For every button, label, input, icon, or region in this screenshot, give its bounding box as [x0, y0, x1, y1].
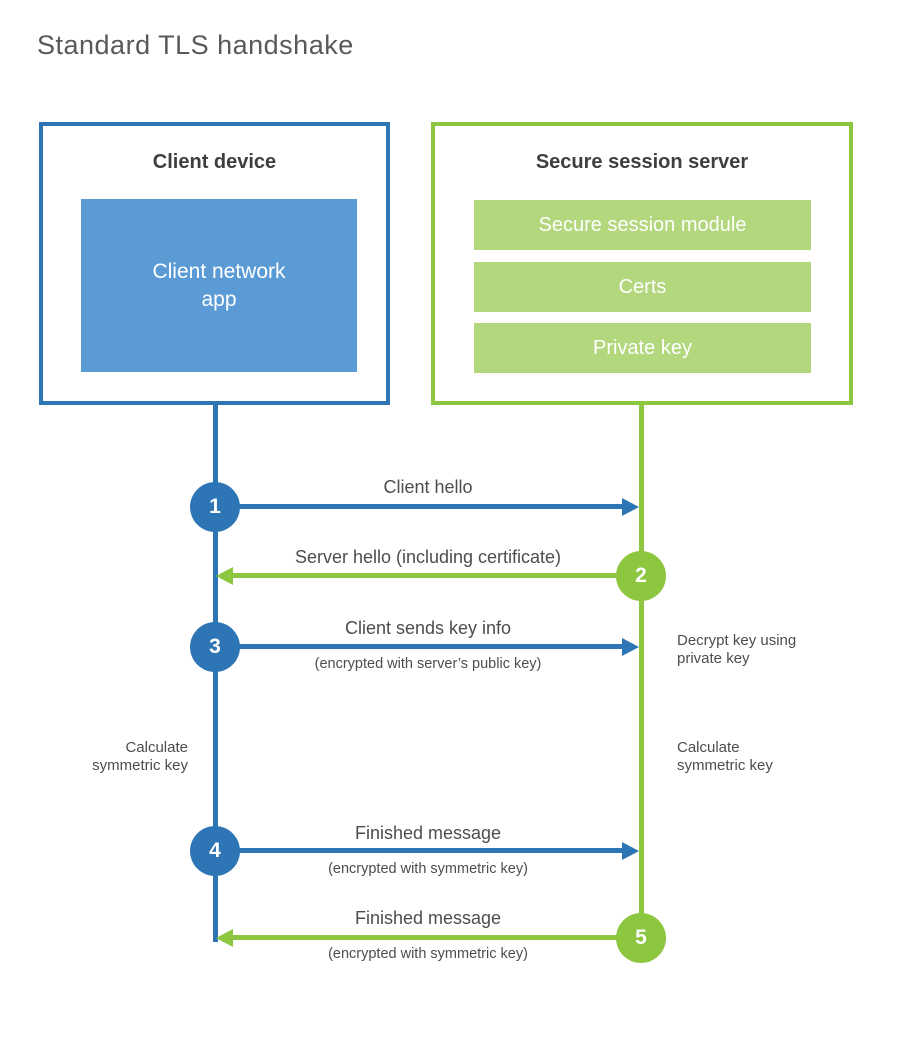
- message-label: Finished message: [354, 908, 502, 928]
- arrow-head-right-icon: [622, 498, 639, 516]
- secure-session-server-box: Secure session server Secure session mod…: [431, 122, 853, 405]
- arrow-line: [233, 935, 641, 940]
- step-circle: 2: [616, 551, 666, 601]
- server-module-bar: Certs: [474, 262, 811, 312]
- arrow-head-left-icon: [216, 567, 233, 585]
- step-circle: 4: [190, 826, 240, 876]
- client-network-app-block: Client network app: [81, 199, 357, 372]
- note-decrypt-key: Decrypt key using private key: [677, 632, 797, 667]
- server-module-bar: Secure session module: [474, 200, 811, 250]
- note-calculate-symmetric-key-client: Calculate symmetric key: [92, 739, 188, 774]
- arrow-head-right-icon: [622, 842, 639, 860]
- step-circle: 3: [190, 622, 240, 672]
- secure-session-server-title: Secure session server: [535, 151, 749, 173]
- arrow-head-right-icon: [622, 638, 639, 656]
- arrow-head-left-icon: [216, 929, 233, 947]
- step-circle: 5: [616, 913, 666, 963]
- step-circle: 1: [190, 482, 240, 532]
- page-title: Standard TLS handshake: [37, 30, 354, 60]
- client-device-box: Client device Client network app: [39, 122, 390, 405]
- message-label: Server hello (including certificate): [294, 547, 562, 567]
- message-label: Client sends key info: [344, 618, 512, 638]
- message-sublabel: (encrypted with symmetric key): [328, 861, 528, 877]
- message-label: Finished message: [354, 823, 502, 843]
- note-calculate-symmetric-key-server: Calculate symmetric key: [677, 739, 773, 774]
- message-sublabel: (encrypted with symmetric key): [328, 946, 528, 962]
- client-lifeline: [213, 405, 218, 942]
- arrow-line: [215, 504, 622, 509]
- message-label: Client hello: [383, 477, 473, 497]
- server-module-bar: Private key: [474, 323, 811, 373]
- arrow-line: [215, 644, 622, 649]
- arrow-line: [233, 573, 641, 578]
- client-device-title: Client device: [152, 151, 277, 173]
- server-lifeline: [639, 405, 644, 938]
- arrow-line: [215, 848, 622, 853]
- message-sublabel: (encrypted with server’s public key): [314, 656, 542, 672]
